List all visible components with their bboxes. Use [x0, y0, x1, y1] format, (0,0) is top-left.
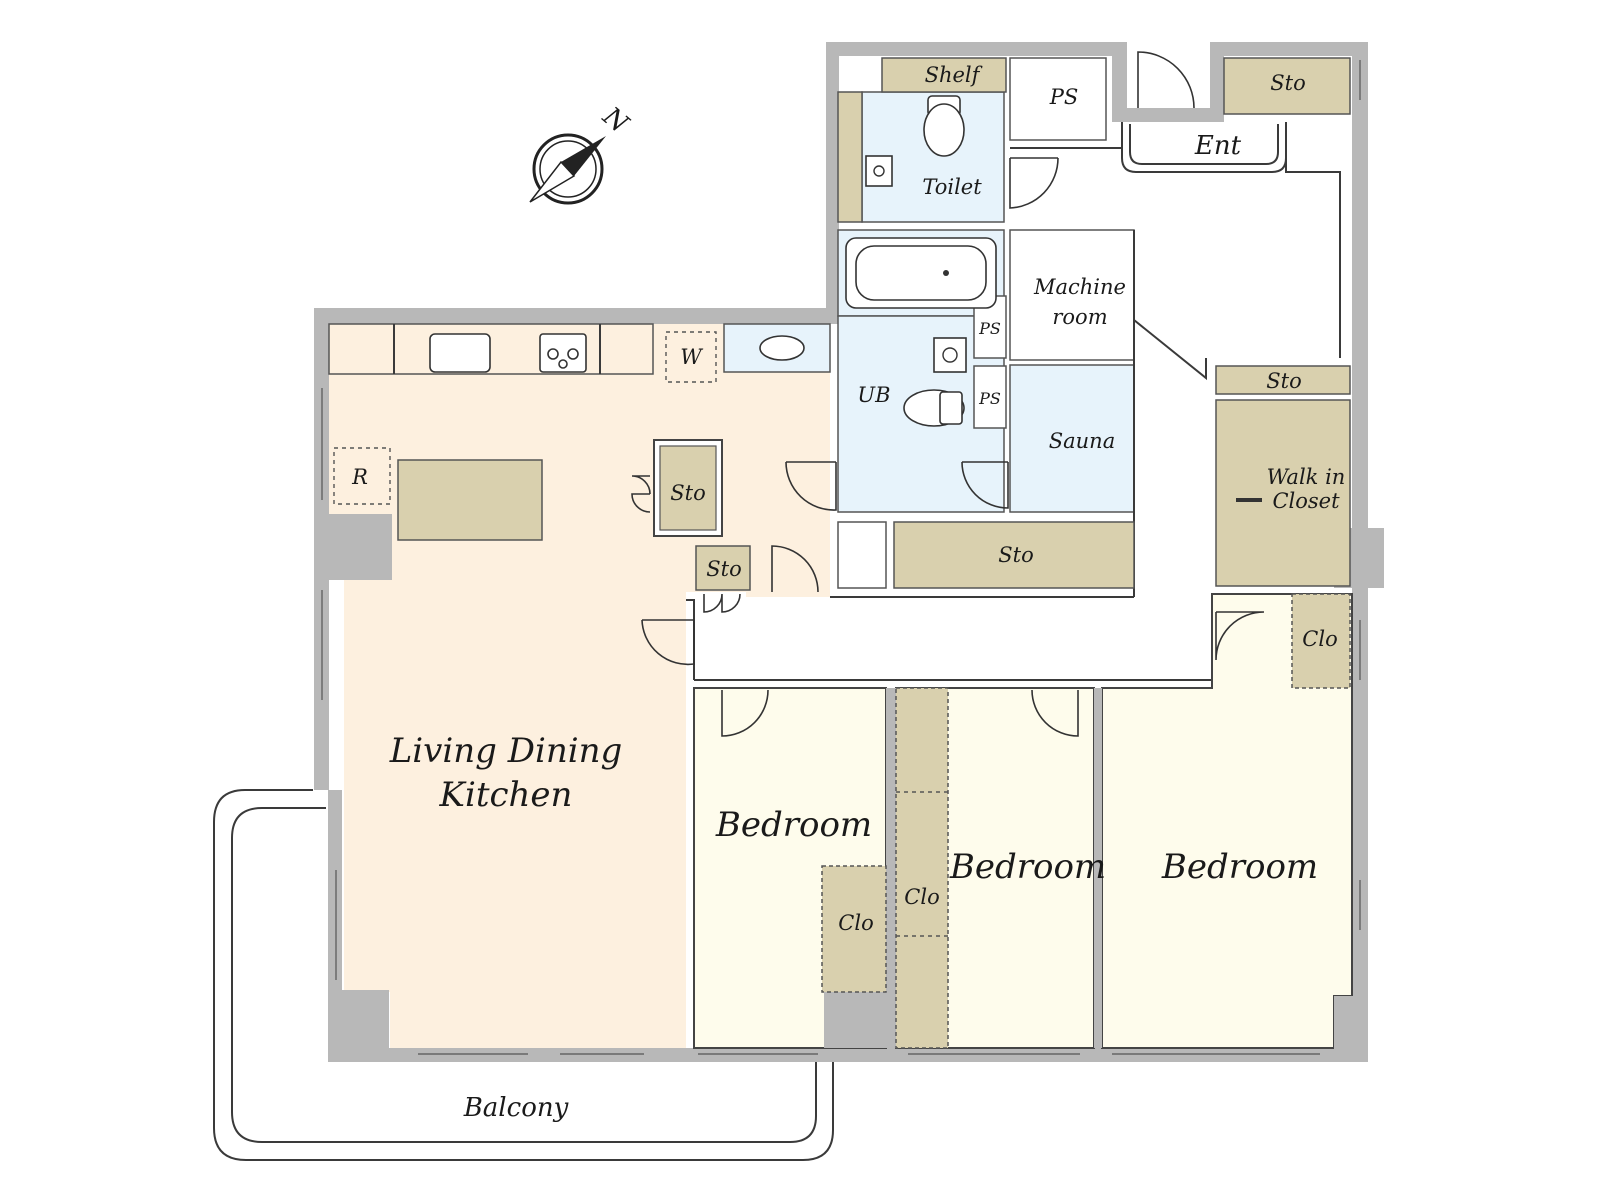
storage-areas — [653, 57, 1351, 1049]
doors — [631, 51, 1265, 737]
machine-room-label-line2: room — [1052, 305, 1107, 329]
sto-closet-top — [1215, 365, 1351, 395]
clo-bedroom-1-label: Clo — [838, 911, 873, 935]
ub-label: UB — [857, 383, 890, 407]
clo-bedroom-2 — [895, 687, 949, 1049]
bedroom-3-label: Bedroom — [1161, 847, 1318, 887]
sto-hall-long-label: Sto — [998, 543, 1033, 567]
sauna-label: Sauna — [1049, 429, 1115, 453]
toilet-handsink-icon — [865, 155, 893, 187]
walk-in-closet — [1215, 399, 1351, 587]
washer-spot — [665, 331, 717, 383]
clo-bedroom-2-label: Clo — [904, 885, 939, 909]
machine-room — [1009, 229, 1135, 361]
walk-in-closet-label-line2: Closet — [1272, 489, 1340, 513]
bath-fixtures — [845, 95, 997, 427]
machine-room-label-line1: Machine — [1033, 275, 1126, 299]
shelf-label: Shelf — [925, 63, 983, 87]
ps-small-2 — [973, 365, 1007, 429]
ps-top-label: PS — [1049, 85, 1079, 109]
washer-label: W — [680, 345, 704, 369]
bedrooms — [693, 528, 1384, 1062]
ub-handsink-icon — [933, 337, 967, 373]
bedroom-2-label: Bedroom — [949, 847, 1106, 887]
sto-hall-long — [893, 521, 1135, 589]
sto-entrance — [1223, 57, 1351, 115]
toilet-label: Toilet — [922, 175, 982, 199]
toilet-icon — [923, 95, 965, 157]
vanity-sink-icon — [759, 335, 805, 361]
refrigerator-spot — [333, 447, 391, 505]
sto-entrance-label: Sto — [1270, 71, 1305, 95]
ub-toilet-icon — [903, 389, 965, 427]
kitchen-island — [397, 459, 543, 541]
fixture-labels: Shelf PS PS PS Sto Sto Sto Sto Sto W R C… — [351, 63, 1338, 935]
ldk-label-line2: Kitchen — [439, 775, 573, 815]
stove-icon — [539, 333, 587, 373]
ps-room-top — [1009, 57, 1107, 141]
ldk-label-line1: Living Dining — [389, 731, 623, 771]
small-closet — [837, 521, 887, 589]
walk-in-closet-label-line1: Walk in — [1267, 465, 1346, 489]
balcony — [213, 789, 834, 1161]
north-compass-icon: N — [529, 101, 635, 205]
kitchen-sink-icon — [429, 333, 491, 373]
sto-kitchen-2 — [695, 545, 751, 591]
clo-bedroom-3-label: Clo — [1302, 627, 1337, 651]
sauna-room — [1009, 364, 1135, 513]
sto-kitchen-2-label: Sto — [706, 557, 741, 581]
refrigerator-label: R — [351, 465, 368, 489]
ps-small-2-label: PS — [978, 389, 1001, 408]
windows — [321, 60, 1361, 1055]
room-labels: Living Dining Kitchen Bedroom Bedroom Be… — [389, 131, 1346, 1123]
balcony-label: Balcony — [463, 1093, 569, 1123]
bedroom-1-label: Bedroom — [715, 805, 872, 845]
clo-bedroom-1 — [821, 865, 887, 993]
kitchen-fixtures — [328, 323, 805, 541]
clo-bedroom-3 — [1291, 593, 1351, 689]
shelf-area — [881, 57, 1007, 93]
toilet-side-shelf — [837, 91, 863, 223]
sto-kitchen-1-label: Sto — [670, 481, 705, 505]
sto-closet-top-label: Sto — [1266, 369, 1301, 393]
compass-north-label: N — [596, 101, 634, 140]
entrance-label: Ent — [1194, 131, 1242, 161]
ps-small-1-label: PS — [978, 319, 1001, 338]
kitchen-counter — [328, 323, 654, 375]
